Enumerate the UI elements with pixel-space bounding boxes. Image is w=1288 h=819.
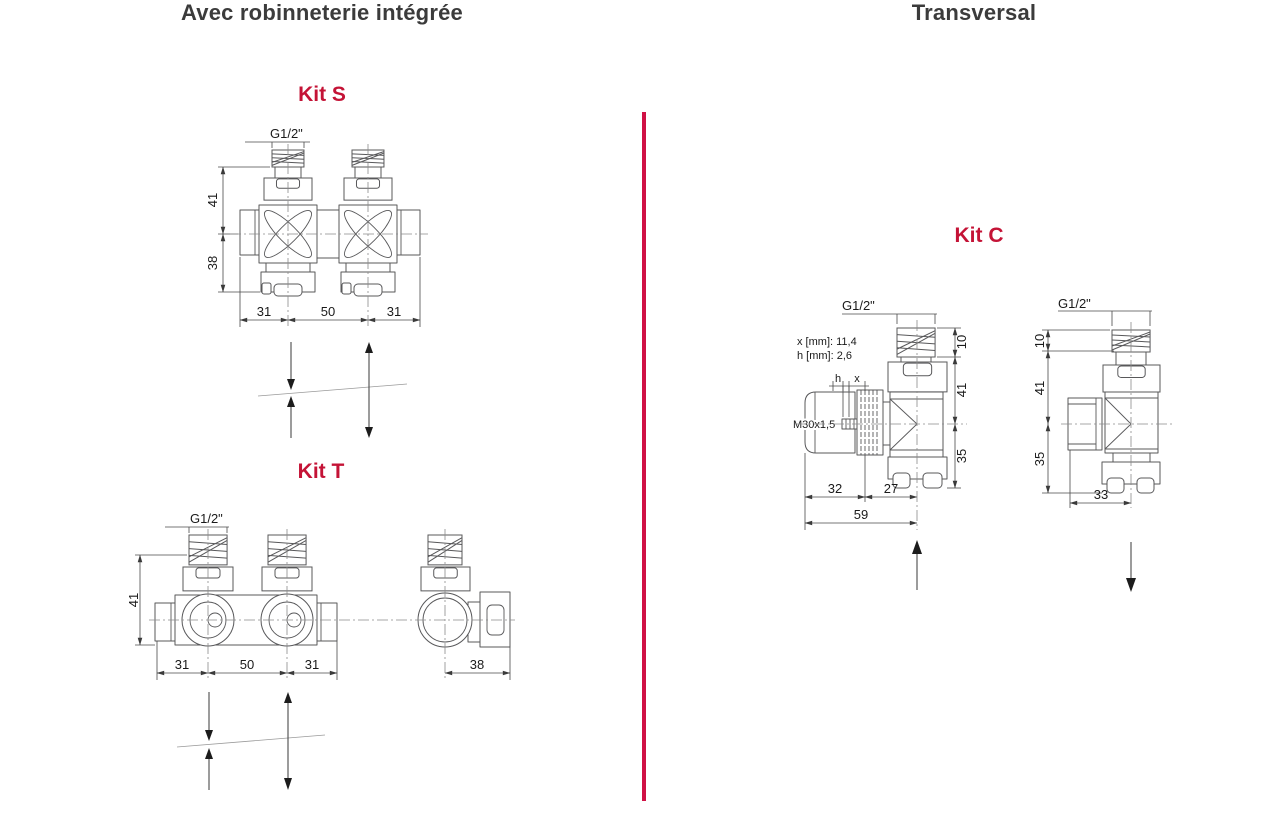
left-section-title: Avec robinneterie intégrée xyxy=(181,0,463,25)
kit-c-dim-41: 41 xyxy=(1032,381,1047,395)
flow-down-arrow-icon xyxy=(1126,542,1136,592)
kit-t-centerlines xyxy=(149,529,515,680)
kit-s-title: Kit S xyxy=(298,83,346,106)
flow-through-arrow-icon xyxy=(284,692,292,790)
kit-c-x-label: x xyxy=(854,373,860,385)
kit-c-dim-32: 32 xyxy=(828,481,842,496)
kit-c-dim-41: 41 xyxy=(954,383,969,397)
kit-c-thermostatic-head xyxy=(804,389,891,456)
kit-s-side-ports xyxy=(239,209,421,259)
kit-c-h-label: h xyxy=(835,373,841,385)
kit-c-left-centerlines xyxy=(795,320,967,530)
kit-c-dim-35: 35 xyxy=(954,449,969,463)
kit-t-dim-50: 50 xyxy=(240,657,254,672)
kit-t-flow-direction-symbol xyxy=(176,692,326,790)
kit-s-dim-31-left: 31 xyxy=(257,304,271,319)
flow-converging-arrows-icon xyxy=(205,692,213,790)
kit-c-left-dimensions: G1/2" x [mm]: 11,4 h [mm]: 2,6 h x M30x1… xyxy=(791,298,969,530)
kit-c-valve-body xyxy=(887,327,948,489)
kit-c-dim-27: 27 xyxy=(884,481,898,496)
kit-s-centerlines xyxy=(230,144,428,327)
kit-c-h-note: h [mm]: 2,6 xyxy=(797,350,852,362)
kit-s-dim-50: 50 xyxy=(321,304,335,319)
kit-c-dim-10: 10 xyxy=(954,335,969,349)
kit-c-left-thread-label: G1/2" xyxy=(842,298,875,313)
kit-s-dim-38: 38 xyxy=(205,256,220,270)
kit-t-title: Kit T xyxy=(297,460,345,483)
kit-t-dim-31-left: 31 xyxy=(175,657,189,672)
kit-t-dimensions: G1/2" 41 31 50 31 38 xyxy=(126,511,511,680)
kit-c-right-view: G1/2" 10 41 35 33 xyxy=(1032,296,1173,592)
flow-converging-arrows-icon xyxy=(287,342,295,438)
kit-c-dim-10: 10 xyxy=(1032,334,1047,348)
kit-t-thread-label: G1/2" xyxy=(190,511,223,526)
kit-s-dim-31-right: 31 xyxy=(387,304,401,319)
kit-c-valve-body xyxy=(1067,329,1161,494)
section-divider xyxy=(642,112,646,801)
kit-t-dim-38: 38 xyxy=(470,657,484,672)
kit-c-dim-59: 59 xyxy=(854,507,868,522)
right-section-title: Transversal xyxy=(911,0,1037,25)
kit-c-title: Kit C xyxy=(954,224,1004,247)
kit-s-dimensions: G1/2" 41 38 31 50 31 xyxy=(205,126,421,327)
kit-c-x-note: x [mm]: 11,4 xyxy=(797,336,857,348)
kit-s-drawing: G1/2" 41 38 31 50 31 xyxy=(205,126,428,327)
kit-c-right-thread-label: G1/2" xyxy=(1058,296,1091,311)
kit-t-dim-31-right: 31 xyxy=(305,657,319,672)
kit-s-flow-direction-symbol xyxy=(257,342,408,438)
flow-through-arrow-icon xyxy=(365,342,373,438)
kit-c-dim-35: 35 xyxy=(1032,452,1047,466)
kit-t-side-view xyxy=(417,534,511,648)
kit-c-thread-spec: M30x1,5 xyxy=(793,419,835,431)
kit-c-left-view: G1/2" x [mm]: 11,4 h [mm]: 2,6 h x M30x1… xyxy=(791,298,969,590)
kit-c-right-dimensions: G1/2" 10 41 35 33 xyxy=(1032,296,1152,508)
kit-s-thread-label: G1/2" xyxy=(270,126,303,141)
kit-t-dim-41: 41 xyxy=(126,593,141,607)
kit-t-drawing: G1/2" 41 31 50 31 38 xyxy=(126,511,515,680)
kit-c-dim-33: 33 xyxy=(1094,487,1108,502)
kit-c-right-centerlines xyxy=(1061,322,1173,508)
kit-s-dim-41: 41 xyxy=(205,193,220,207)
flow-up-arrow-icon xyxy=(912,540,922,590)
